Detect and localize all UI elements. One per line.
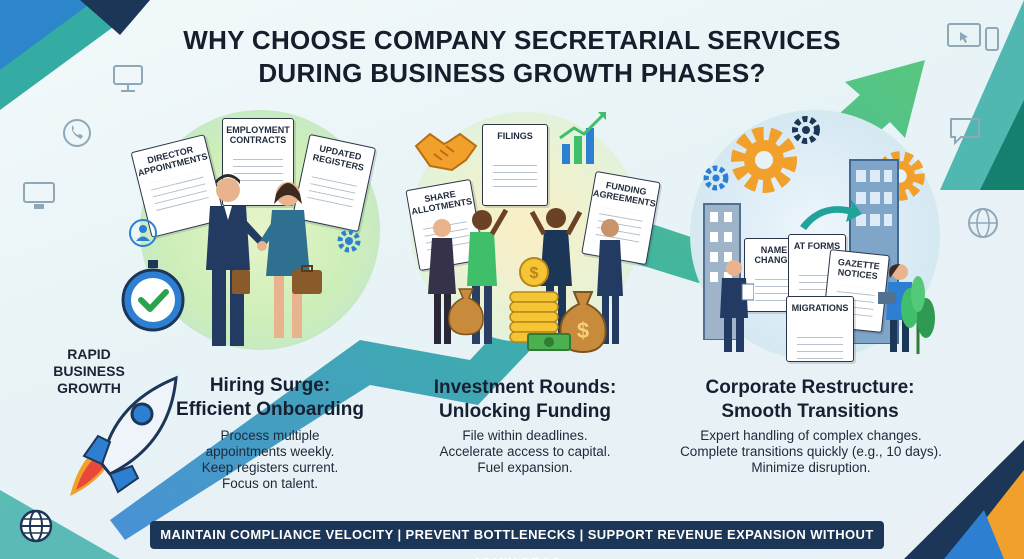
- gear-icon: [731, 127, 797, 193]
- gear-icon: [792, 116, 820, 144]
- globe-icon: [968, 208, 998, 238]
- corner-decoration-top-left: [0, 0, 150, 110]
- document-migrations: MIGRATIONS: [786, 296, 854, 362]
- globe-icon: [19, 509, 53, 543]
- laptop-icon: [947, 23, 999, 51]
- transition-arrow-icon: [800, 198, 862, 230]
- growth-chart-icon: [559, 112, 606, 164]
- stopwatch-check-icon: [121, 260, 185, 332]
- corner-decoration-bottom-right: [904, 440, 1024, 559]
- people-icon: [129, 219, 157, 247]
- desktop-icon: [23, 182, 55, 209]
- handshake-icon: [414, 132, 478, 172]
- panel-2-heading: Investment Rounds: Unlocking Funding: [433, 377, 617, 422]
- rocket-icon: [70, 375, 178, 496]
- page-title: WHY CHOOSE COMPANY SECRETARIAL SERVICES …: [183, 25, 841, 88]
- corner-decoration-top-right: [940, 0, 1024, 190]
- corner-decoration-bottom-left: [0, 490, 120, 559]
- coin-stack-icon: $: [509, 257, 559, 343]
- gear-icon: [337, 229, 361, 253]
- panel-1-body: Process multiple appointments weekly. Ke…: [201, 428, 339, 491]
- person-with-clipboard-illustration: [720, 260, 754, 352]
- phone-icon: [63, 119, 91, 147]
- money-bag-icon: [448, 288, 484, 336]
- document-at-forms: AT FORMS: [788, 234, 846, 302]
- document-filings: FILINGS: [482, 124, 548, 206]
- panel-3-body: Expert handling of complex changes. Comp…: [680, 428, 942, 475]
- chat-icon: [950, 118, 980, 146]
- cash-stack-icon: [527, 333, 571, 351]
- bottom-banner: MAINTAIN COMPLIANCE VELOCITY | PREVENT B…: [150, 521, 884, 559]
- gear-icon: [703, 165, 729, 191]
- panel-3-heading: Corporate Restructure: Smooth Transition…: [705, 377, 915, 422]
- plant-decoration: [901, 276, 935, 354]
- money-bag-icon: $: [559, 291, 607, 354]
- rapid-growth-label: RAPID BUSINESS GROWTH: [53, 346, 125, 396]
- handshake-people-illustration: [206, 174, 322, 346]
- panel-1-heading: Hiring Surge: Efficient Onboarding: [176, 375, 364, 420]
- monitor-icon: [113, 65, 143, 92]
- svg-text:$: $: [530, 265, 539, 282]
- svg-text:$: $: [577, 318, 589, 343]
- panel-2-body: File within deadlines. Accelerate access…: [439, 428, 611, 475]
